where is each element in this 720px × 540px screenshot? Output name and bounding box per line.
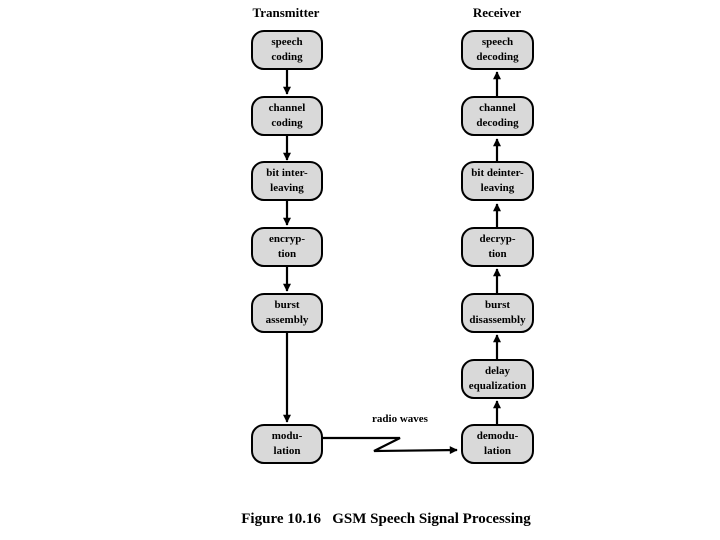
tx-box-burst-assembly: burst assembly xyxy=(251,293,323,333)
tx-box-speech-coding: speech coding xyxy=(251,30,323,70)
rx-box-speech-decoding: speech decoding xyxy=(461,30,534,70)
tx-box-modulation: modu- lation xyxy=(251,424,323,464)
rx-box-bit-deinterleaving: bit deinter- leaving xyxy=(461,161,534,201)
tx-box-encryption: encryp- tion xyxy=(251,227,323,267)
radio-waves-label: radio waves xyxy=(372,413,428,425)
transmitter-header: Transmitter xyxy=(252,5,320,20)
rx-box-decryption: decryp- tion xyxy=(461,227,534,267)
rx-box-burst-disassembly: burst disassembly xyxy=(461,293,534,333)
figure-caption: Figure 10.16 GSM Speech Signal Processin… xyxy=(241,511,531,527)
tx-box-channel-coding: channel coding xyxy=(251,96,323,136)
tx-box-bit-interleaving: bit inter- leaving xyxy=(251,161,323,201)
rx-box-demodulation: demodu- lation xyxy=(461,424,534,464)
rx-box-delay-equalization: delay equalization xyxy=(461,359,534,399)
rx-box-channel-decoding: channel decoding xyxy=(461,96,534,136)
radio-link-zigzag-arrow xyxy=(323,436,458,455)
receiver-header: Receiver xyxy=(472,5,522,20)
